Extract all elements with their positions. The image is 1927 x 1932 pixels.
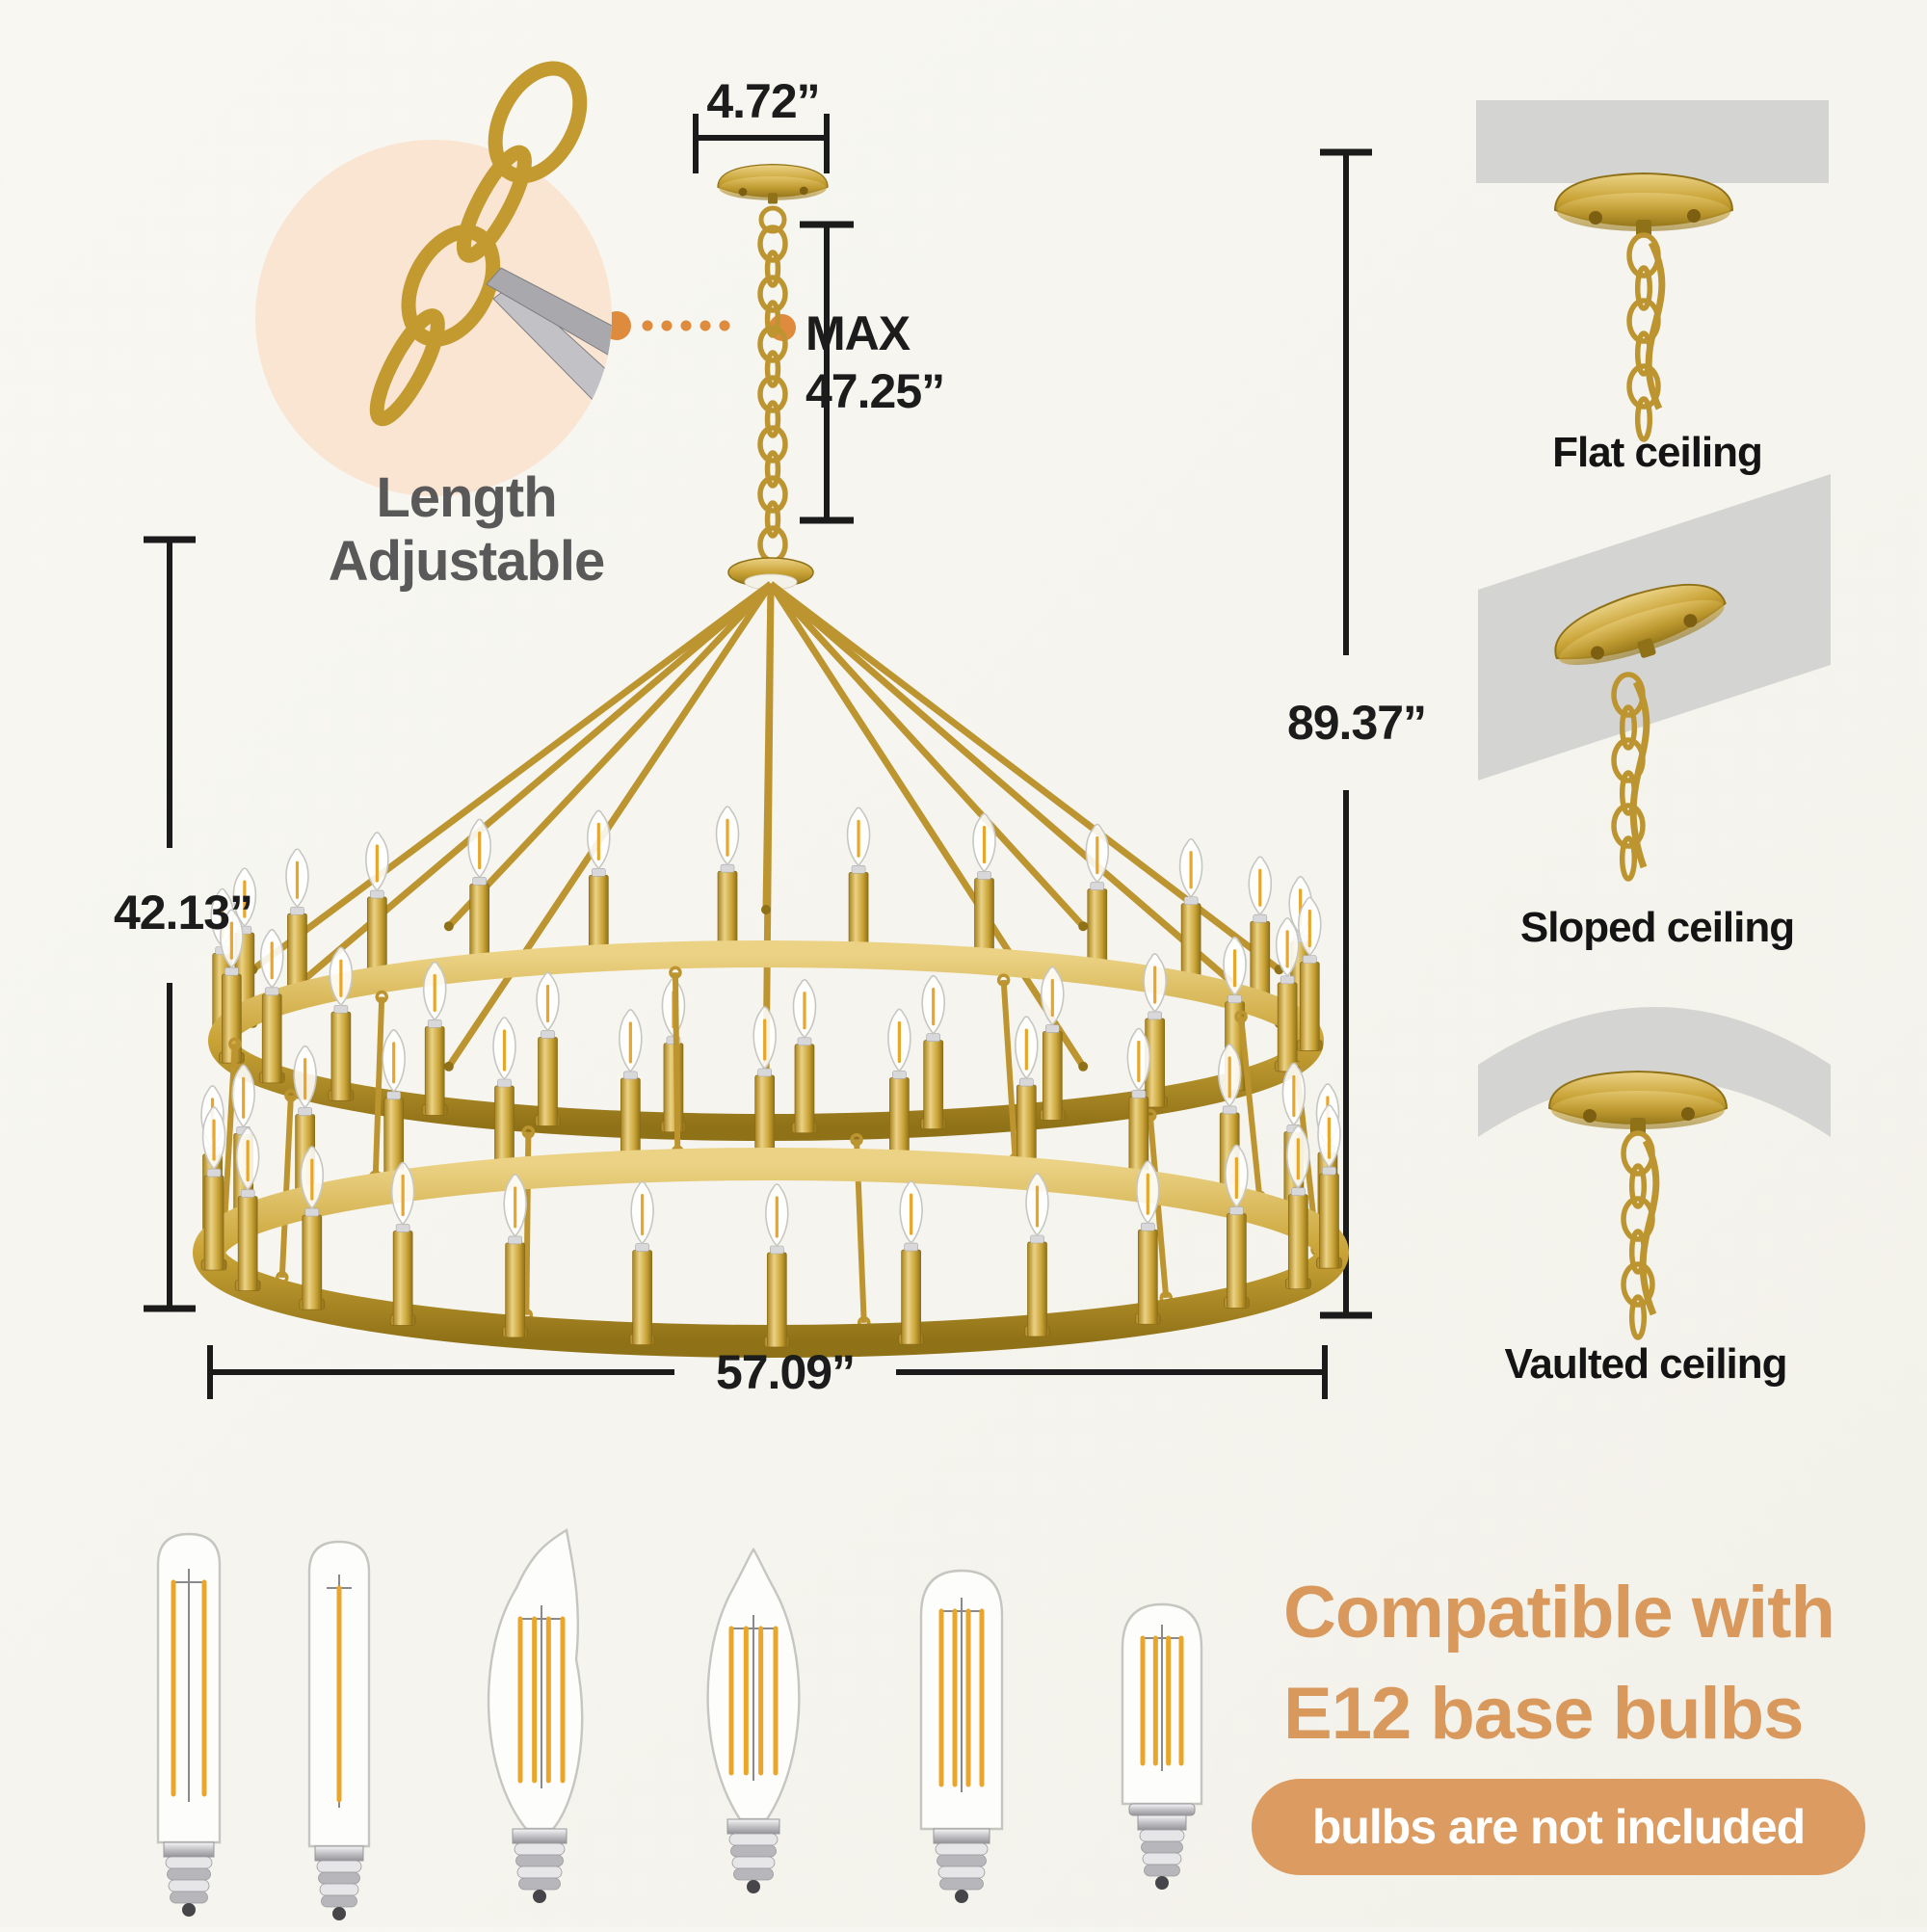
canopy <box>1553 172 1734 237</box>
canopy <box>717 164 829 204</box>
dim-fixture-height: 42.13” <box>113 886 253 940</box>
bulbs-not-included-badge: bulbs are not included <box>1252 1779 1865 1875</box>
dim-canopy-width: 4.72” <box>706 74 820 128</box>
t6-tubular-single-filament-bulb-icon <box>307 1540 371 1920</box>
caption-line1: Length <box>376 465 557 529</box>
flat-ceiling-art <box>1476 100 1829 442</box>
vaulted-ceiling-label: Vaulted ceiling <box>1504 1340 1787 1388</box>
sloped-ceiling-label: Sloped ceiling <box>1519 904 1795 951</box>
dim-overall-height: 89.37” <box>1286 696 1427 750</box>
dim-chain-max-label: MAX <box>805 306 911 360</box>
vaulted-ceiling-art <box>1478 1007 1831 1340</box>
canopy <box>1554 583 1727 666</box>
inset-chain <box>369 61 588 427</box>
badge-text: bulbs are not included <box>1311 1800 1806 1854</box>
main-chandelier <box>193 164 1349 1358</box>
dim-diameter: 57.09” <box>715 1345 856 1399</box>
t25-mini-tubular-bulb-icon <box>1121 1602 1203 1890</box>
footer-heading: Compatible with E12 base bulbs <box>1283 1563 1835 1765</box>
canopy <box>1547 1070 1729 1135</box>
chain-cutting-inset <box>255 61 612 496</box>
caption-line2: Adjustable <box>328 530 605 593</box>
torpedo-candle-bulb-icon <box>706 1547 801 1893</box>
dimension-lines <box>144 114 1372 1399</box>
sloped-ceiling-art <box>1478 474 1831 882</box>
dim-chain-max-value: 47.25” <box>805 364 945 418</box>
dim-chain-max: MAX 47.25” <box>805 304 945 420</box>
length-adjustable-caption: Length Adjustable <box>329 466 605 594</box>
footer-heading-line1: Compatible with <box>1283 1572 1835 1654</box>
t8-tubular-bulb-icon <box>919 1569 1004 1903</box>
t6-tubular-bulb-icon <box>156 1532 222 1917</box>
flat-ceiling-label: Flat ceiling <box>1552 429 1763 476</box>
footer-heading-line2: E12 base bulbs <box>1283 1672 1804 1755</box>
flame-tip-candelabra-bulb-icon <box>487 1528 584 1903</box>
